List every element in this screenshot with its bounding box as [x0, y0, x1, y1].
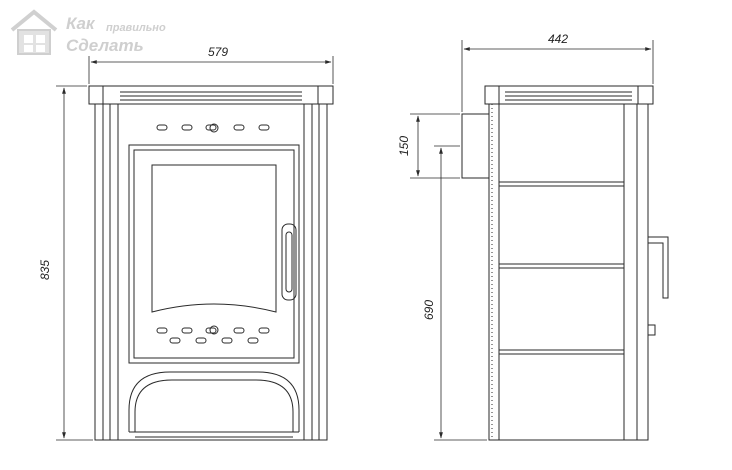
front-height-dimension: [56, 85, 93, 441]
front-view: [88, 85, 334, 441]
bottom-vents: [156, 325, 270, 344]
logo-word-2: правильно: [106, 22, 166, 34]
pipe-diameter-label: 150: [397, 136, 411, 156]
side-latch: [647, 324, 656, 336]
logo-word-3: Сделать: [66, 36, 144, 55]
flue-pipe: [461, 113, 490, 179]
front-width-label: 579: [208, 45, 228, 59]
pipe-height-label: 690: [422, 300, 436, 320]
pipe-diameter-dimension: [410, 113, 460, 179]
top-vents: [156, 123, 270, 133]
house-icon: [10, 9, 58, 55]
door-handle: [281, 223, 297, 301]
side-handle: [648, 236, 669, 299]
site-logo[interactable]: Как правильно Сделать: [8, 8, 218, 60]
fire-door: [128, 144, 300, 364]
pipe-height-dimension: [434, 145, 487, 441]
side-top-panel: [484, 85, 654, 105]
front-height-label: 835: [38, 260, 52, 280]
front-body: [94, 103, 328, 441]
side-depth-dimension: [461, 40, 654, 112]
front-top-panel: [88, 85, 334, 105]
side-view: [461, 85, 669, 441]
side-body: [488, 103, 649, 441]
door-glass: [151, 164, 277, 313]
front-width-dimension: [88, 56, 334, 84]
ash-niche: [128, 371, 300, 432]
side-depth-label: 442: [548, 32, 568, 46]
logo-word-1: Как: [66, 14, 95, 33]
